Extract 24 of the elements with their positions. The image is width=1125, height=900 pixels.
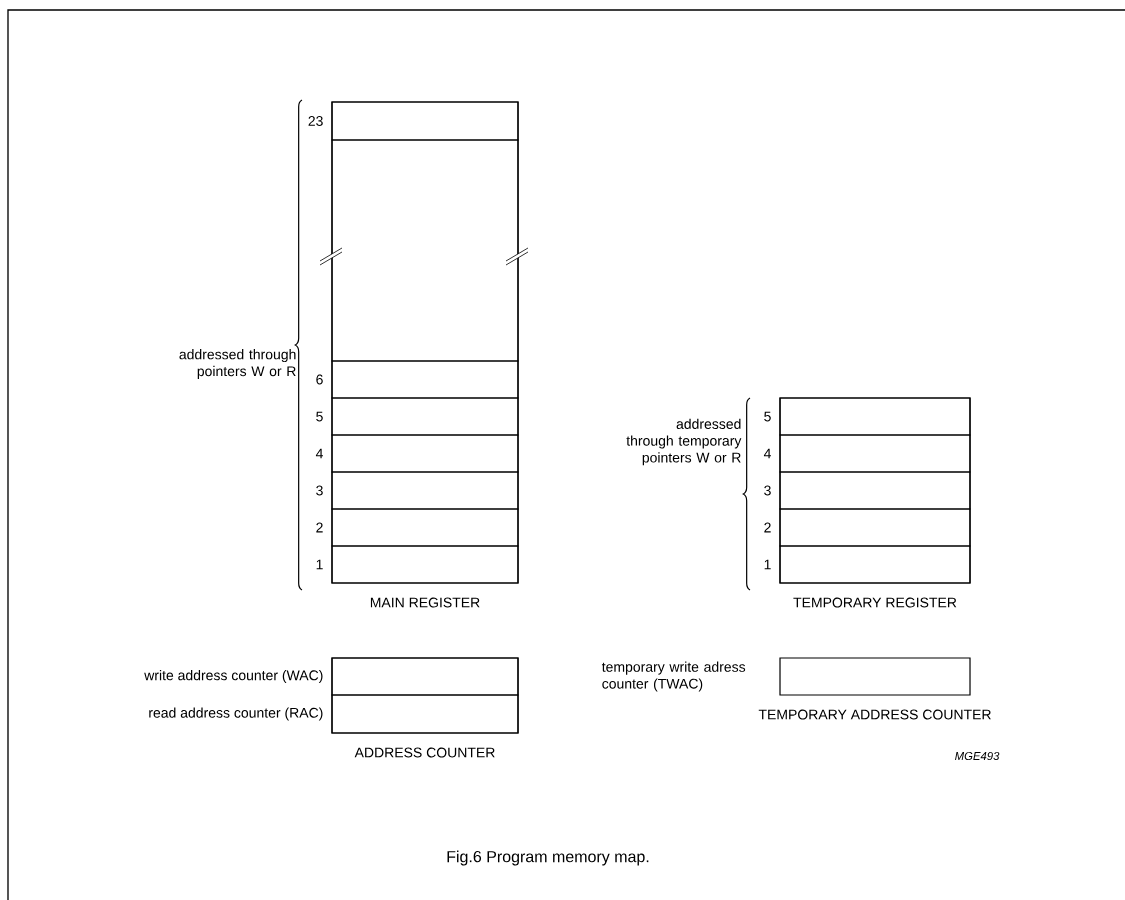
cell-number: 3	[316, 485, 323, 496]
cell-number: 3	[764, 485, 771, 496]
counter-label: temporary write adress counter (TWAC)	[601, 661, 746, 692]
register-title: MAIN REGISTER	[370, 597, 480, 608]
register-cell	[331, 139, 519, 362]
cell-number: 6	[316, 374, 323, 385]
register-title: ADDRESS COUNTER	[354, 747, 495, 758]
cell-number: 2	[764, 522, 771, 533]
register-title: TEMPORARY REGISTER	[793, 597, 957, 608]
cell-number: 4	[763, 448, 771, 459]
cell-number: 4	[315, 448, 323, 459]
counter-label: write address counter (WAC)	[144, 670, 323, 684]
cell-number: 5	[764, 411, 771, 422]
cell-number: 1	[764, 559, 771, 570]
brace-label: addressed through pointers W or R	[179, 349, 296, 379]
cell-number: 2	[316, 522, 323, 533]
register-title: TEMPORARY ADDRESS COUNTER	[758, 709, 991, 720]
cell-number: 5	[316, 411, 323, 422]
brace-label: addressed through temporary pointers W or R	[626, 418, 742, 466]
figure-code: MGE493	[955, 752, 1000, 760]
figure-caption: Fig.6 Program memory map.	[447, 850, 649, 866]
counter-label: read address counter (RAC)	[149, 707, 323, 721]
cell-number: 1	[316, 559, 323, 570]
cell-number: 23	[308, 116, 323, 126]
